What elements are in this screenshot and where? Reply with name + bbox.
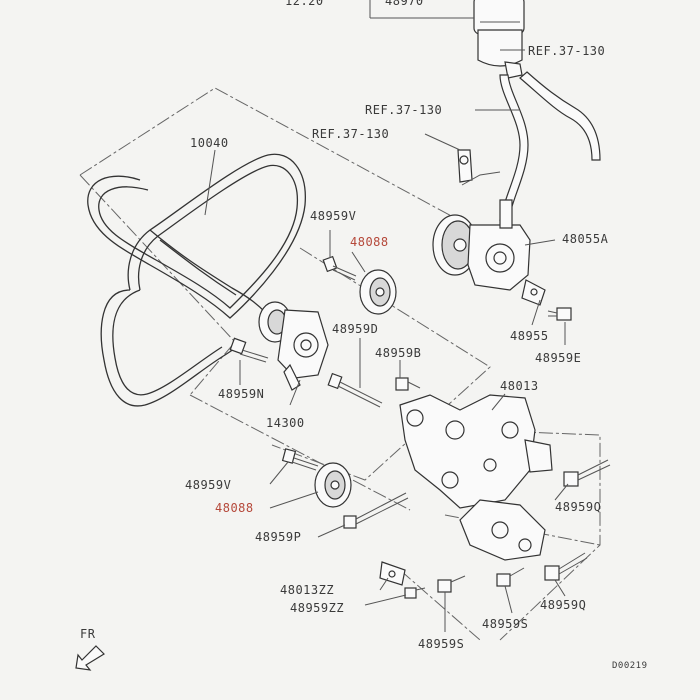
- leader-lines: [204, 49, 569, 632]
- label-48959b: 48959B: [375, 346, 421, 360]
- label-tensioner: 14300: [266, 416, 305, 430]
- label-48959v-bottom: 48959V: [185, 478, 231, 492]
- label-pump: 48055A: [562, 232, 609, 246]
- power-steering-pump: [432, 199, 546, 306]
- bolts: [229, 255, 611, 599]
- label-48959e: 48959E: [535, 351, 581, 365]
- label-48088-top: 48088: [350, 235, 389, 249]
- pump-bracket: [379, 394, 553, 586]
- label-top-partial-a: 12.20: [285, 0, 324, 8]
- drive-belt: [87, 153, 306, 407]
- label-48959v-top: 48959V: [310, 209, 356, 223]
- label-48959q-1: 48959Q: [555, 500, 601, 514]
- label-top-partial-b: 48970: [385, 0, 424, 8]
- label-drawing-code: D00219: [612, 661, 648, 671]
- label-belt: 10040: [190, 136, 229, 150]
- belt-tensioner: [258, 301, 329, 391]
- label-48959s-2: 48959S: [418, 637, 464, 651]
- label-48959n: 48959N: [218, 387, 264, 401]
- label-48959p: 48959P: [255, 530, 301, 544]
- label-ref-1: REF.37-130: [528, 44, 605, 58]
- idler-pulleys: [314, 269, 397, 508]
- hoses: [457, 71, 601, 223]
- label-48088-bottom: 48088: [215, 501, 254, 515]
- label-front: FR: [80, 627, 96, 641]
- part-labels: 12.20 48970 REF.37-130 REF.37-130 REF.37…: [80, 0, 648, 671]
- label-48955: 48955: [510, 329, 549, 343]
- label-48959zz: 48959ZZ: [290, 601, 344, 615]
- label-48959s-1: 48959S: [482, 617, 528, 631]
- label-ref-2: REF.37-130: [365, 103, 442, 117]
- label-48959q-2: 48959Q: [540, 598, 586, 612]
- label-48013: 48013: [500, 379, 539, 393]
- reservoir: [369, 0, 525, 79]
- label-48013zz: 48013ZZ: [280, 583, 334, 597]
- label-ref-3: REF.37-130: [312, 127, 389, 141]
- label-48959d: 48959D: [332, 322, 378, 336]
- arrow-down-left-icon: [75, 645, 105, 671]
